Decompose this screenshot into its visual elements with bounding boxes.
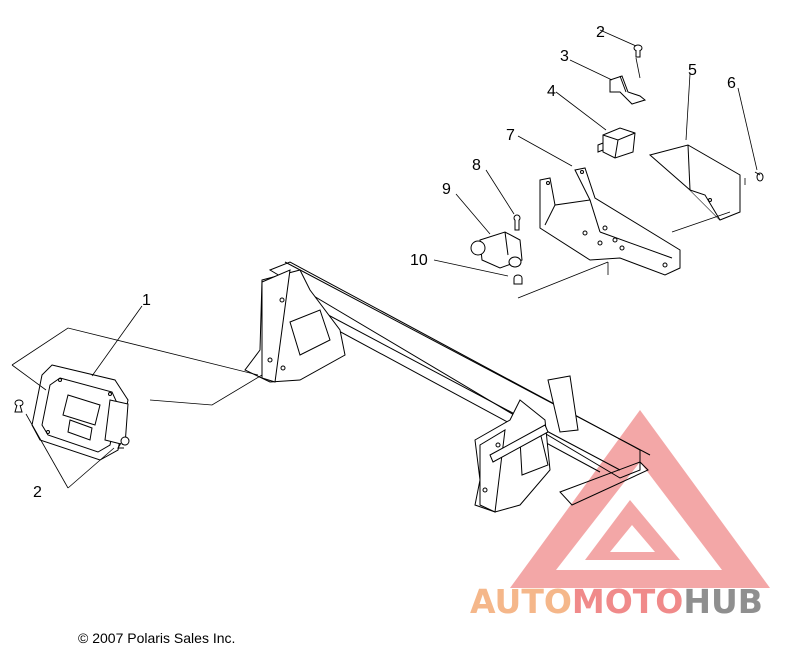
callout-8: 8 [472, 157, 481, 174]
part-8-screw [513, 214, 521, 231]
leader-lines [11, 29, 758, 489]
svg-text:AUTOMOTOHUB: AUTOMOTOHUB [470, 582, 763, 621]
part-9-solenoid [470, 231, 523, 269]
callout-2-top: 2 [596, 24, 605, 41]
callout-4: 4 [547, 83, 556, 100]
callout-6: 6 [727, 75, 736, 92]
watermark-logo-icon [510, 410, 770, 588]
part-3-clip [609, 75, 647, 105]
callout-1: 1 [142, 292, 151, 309]
copyright-notice: © 2007 Polaris Sales Inc. [78, 630, 236, 646]
right-frame-bracket [474, 375, 579, 513]
part-4-relay [597, 127, 636, 159]
part-10-nut [513, 274, 523, 285]
watermark-moto: MOTO [572, 582, 683, 621]
part-2-bolts-lower [14, 399, 130, 449]
frame-rail [268, 261, 651, 506]
part-6-screw [754, 171, 764, 182]
part-5-cover-plate [648, 144, 741, 221]
part-1-control-box [31, 364, 129, 461]
part-2-bolt-upper [633, 44, 643, 58]
left-frame-bracket [244, 269, 346, 383]
callout-2-bottom: 2 [33, 484, 42, 501]
watermark-hub: HUB [683, 582, 763, 621]
part-7-mounting-bracket [539, 167, 681, 276]
watermark-auto: AUTO [470, 582, 572, 621]
callout-10: 10 [410, 252, 428, 269]
callout-3: 3 [560, 48, 569, 65]
callout-5: 5 [688, 62, 697, 79]
callout-7: 7 [506, 127, 515, 144]
watermark-text: AUTOMOTOHUB [470, 582, 763, 621]
callout-9: 9 [442, 181, 451, 198]
